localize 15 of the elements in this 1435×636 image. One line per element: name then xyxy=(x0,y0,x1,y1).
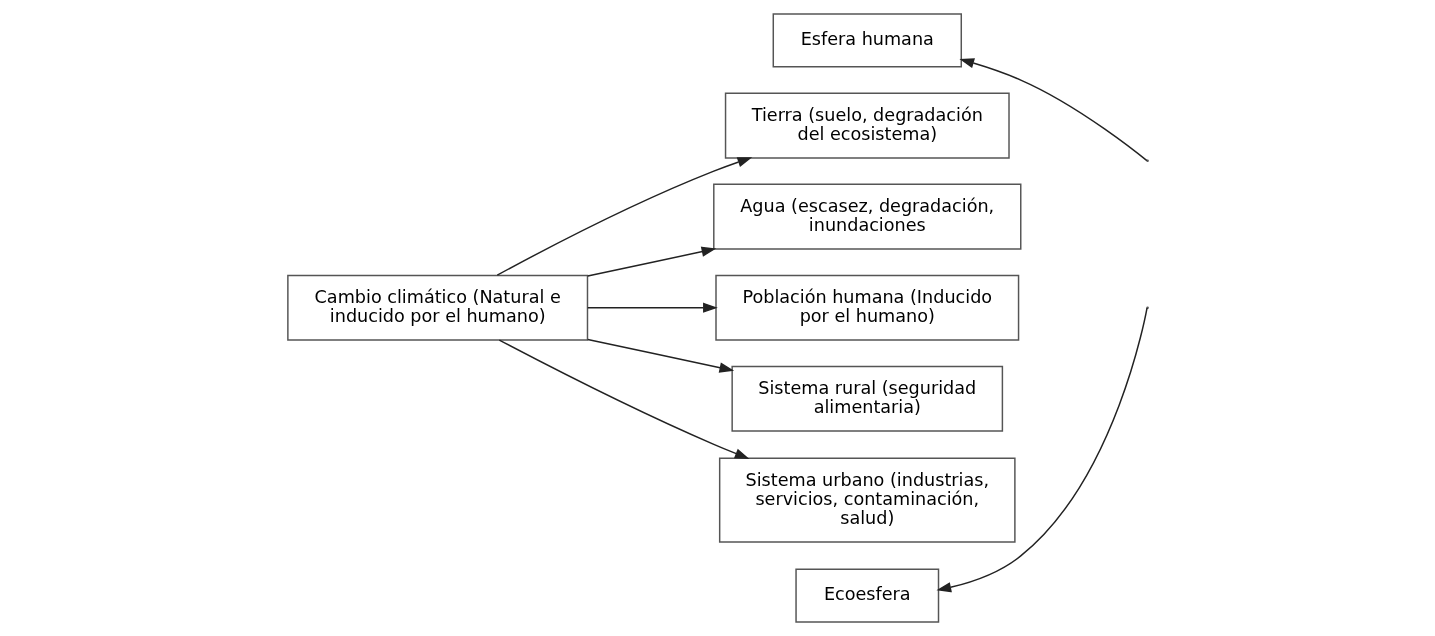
arrow xyxy=(958,58,1148,162)
node-box: Cambio climático (Natural e inducido por el humano) xyxy=(286,274,588,341)
node-box: Sistema rural (seguridad alimentaria) xyxy=(730,365,1003,432)
node-box: Agua (escasez, degradación, inundaciones xyxy=(712,183,1021,250)
node-box: Tierra (suelo, degradación del ecosistema) xyxy=(724,92,1010,159)
arrow xyxy=(586,246,716,277)
arrow xyxy=(586,338,734,373)
node-box: Esfera humana xyxy=(772,13,962,68)
arrow xyxy=(496,157,752,276)
arrow xyxy=(498,339,750,459)
node-box: Ecoesfera xyxy=(794,568,939,623)
node-box: Sistema urbano (industrias, servicios, contaminación, salud) xyxy=(718,457,1016,543)
arrow xyxy=(935,307,1148,593)
arrow xyxy=(586,302,718,313)
node-box: Población humana (Inducido por el humano) xyxy=(714,274,1019,341)
